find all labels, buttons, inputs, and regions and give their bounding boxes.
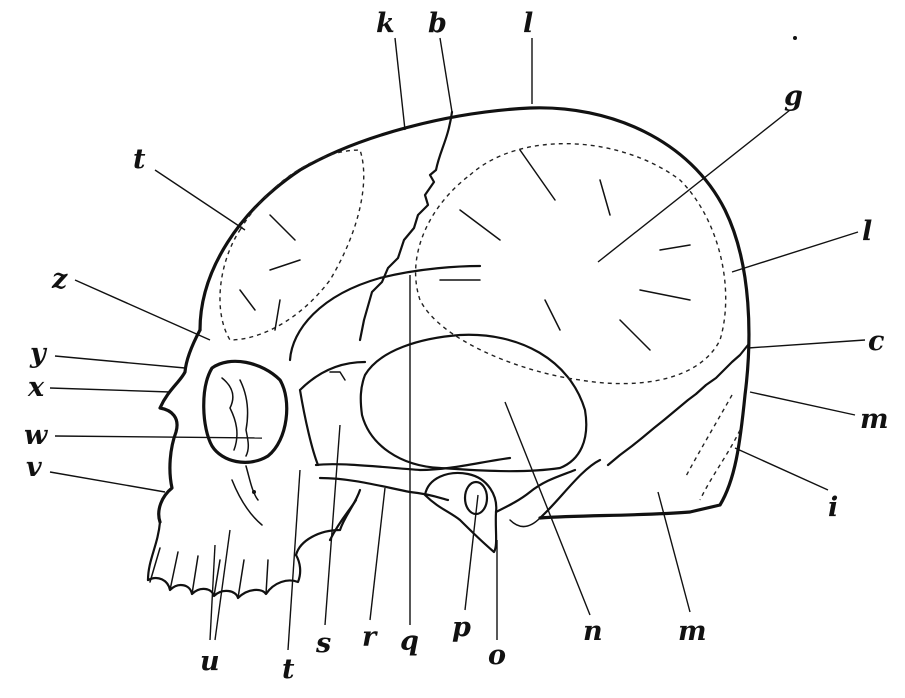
leader-v (50, 472, 165, 492)
label-w: w (24, 420, 49, 451)
label-q: q (400, 626, 419, 657)
label-u: u (200, 646, 220, 677)
leader-n (505, 402, 590, 615)
leader-u-2 (215, 530, 230, 640)
leader-y (55, 356, 185, 368)
leader-i (735, 448, 828, 490)
label-r: r (362, 622, 378, 653)
leader-r (370, 488, 385, 620)
leader-w (55, 436, 262, 438)
label-l-top: l (523, 8, 533, 39)
skull-outline (148, 108, 749, 598)
label-b: b (428, 8, 447, 39)
label-c: c (868, 326, 884, 357)
label-m-bottom: m (678, 616, 707, 647)
leader-g (598, 110, 790, 262)
label-z: z (51, 264, 68, 295)
labels: k b l g t z l y c x m w v i p q n m s r … (24, 8, 889, 685)
label-t-lower: t (282, 654, 295, 685)
label-x: x (27, 372, 45, 403)
leader-c (748, 340, 865, 348)
label-y: y (29, 338, 48, 369)
label-o: o (488, 640, 506, 671)
ossification-outlines (220, 144, 740, 500)
stray-dot (793, 36, 797, 40)
label-l-right: l (862, 216, 872, 247)
label-v: v (26, 452, 42, 483)
label-p: p (452, 612, 471, 643)
label-t-upper: t (133, 144, 146, 175)
leader-k (395, 38, 405, 130)
leader-lines (50, 38, 865, 650)
leader-t-upper (155, 170, 245, 230)
label-g: g (784, 81, 803, 112)
leader-l-right (732, 232, 858, 272)
leader-b (440, 38, 452, 112)
label-k: k (376, 8, 395, 39)
leader-m-bottom (658, 492, 690, 612)
label-i: i (828, 492, 838, 523)
label-n: n (583, 616, 603, 647)
leader-m-right (750, 392, 855, 415)
leader-z (75, 280, 210, 340)
leader-x (50, 388, 170, 392)
label-s: s (315, 628, 331, 659)
label-m-right: m (860, 404, 889, 435)
